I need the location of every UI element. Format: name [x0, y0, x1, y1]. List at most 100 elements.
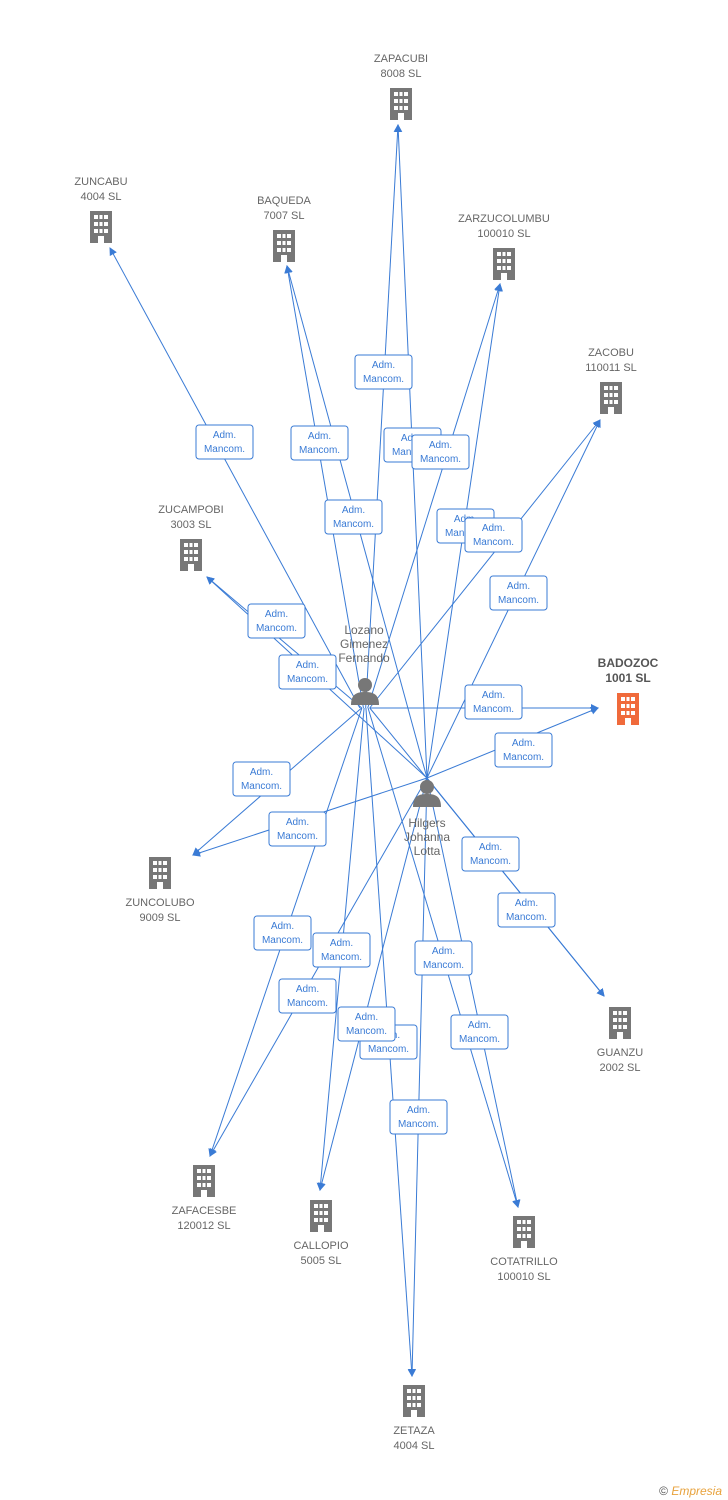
company-name[interactable]: ZAFACESBE [172, 1205, 237, 1217]
copyright-symbol: © [659, 1484, 668, 1498]
relation-label-role: Adm. [286, 817, 309, 828]
relation-label-type: Mancom. [333, 519, 374, 530]
building-icon[interactable] [149, 857, 171, 889]
relation-label[interactable]: Adm.Mancom. [464, 684, 523, 720]
company-suffix: 120012 SL [177, 1220, 230, 1232]
relation-label-role: Adm. [213, 430, 236, 441]
company-node-zuncabu[interactable]: ZUNCABU 4004 SL [74, 176, 128, 243]
person-name-line[interactable]: Lozano [344, 623, 384, 637]
relation-label[interactable]: Adm. Mancom. [268, 811, 327, 847]
relation-edge-lozano-zarzucolumbu [367, 283, 502, 709]
person-name-line[interactable]: Gimenez [340, 637, 388, 651]
company-node-zarzucolumbu[interactable]: ZARZUCOLUMBU 100010 SL [458, 213, 550, 280]
company-suffix: 4004 SL [394, 1440, 435, 1452]
relation-label[interactable]: Adm.Mancom. [489, 575, 548, 611]
company-name[interactable]: ZACOBU [588, 347, 634, 359]
person-icon[interactable] [413, 780, 441, 807]
relation-label-role: Adm. [468, 1020, 491, 1031]
company-name[interactable]: ZAPACUBI [374, 53, 428, 65]
relation-label[interactable]: Adm.Mancom. [278, 978, 337, 1014]
building-icon[interactable] [600, 382, 622, 414]
building-icon[interactable] [180, 539, 202, 571]
relation-label-type: Mancom. [506, 912, 547, 923]
company-suffix: 100010 SL [477, 228, 530, 240]
relation-label-role: Adm. [265, 609, 288, 620]
company-name[interactable]: ZETAZA [393, 1425, 435, 1437]
company-node-zacobu[interactable]: ZACOBU 110011 SL [585, 347, 637, 414]
building-icon[interactable] [609, 1007, 631, 1039]
relation-label[interactable]: Adm. Mancom. [324, 499, 383, 535]
relation-edge-lozano-baqueda [284, 265, 364, 709]
building-icon[interactable] [493, 248, 515, 280]
relation-label-type: Mancom. [459, 1034, 500, 1045]
building-icon[interactable] [310, 1200, 332, 1232]
relation-label[interactable]: Adm.Mancom. [464, 517, 523, 553]
relation-label[interactable]: Adm.Mancom. [354, 354, 413, 390]
relation-label[interactable]: Adm.Mancom. [253, 915, 312, 951]
building-icon[interactable] [90, 211, 112, 243]
company-node-zafacesbe[interactable]: ZAFACESBE 120012 SL [172, 1165, 237, 1232]
relation-label-type: Mancom. [204, 444, 245, 455]
relation-label-role: Adm. [482, 523, 505, 534]
relation-label[interactable]: Adm.Mancom. [411, 434, 470, 470]
building-icon[interactable] [617, 693, 639, 725]
building-icon[interactable] [273, 230, 295, 262]
relation-label[interactable]: Adm.Mancom. [247, 603, 306, 639]
company-name[interactable]: ZUNCABU [74, 176, 127, 188]
building-icon[interactable] [513, 1216, 535, 1248]
building-icon[interactable] [193, 1165, 215, 1197]
company-suffix: 110011 SL [585, 362, 637, 374]
relation-label-type: Mancom. [368, 1044, 409, 1055]
relation-label-role: Adm. [372, 360, 395, 371]
company-name[interactable]: COTATRILLO [490, 1256, 558, 1268]
person-icon[interactable] [351, 678, 379, 705]
relation-edge-hilgers-callopio [317, 777, 428, 1191]
person-name-line[interactable]: Johanna [404, 830, 450, 844]
relation-label[interactable]: Adm.Mancom. [494, 732, 553, 768]
person-name-line[interactable]: Fernando [338, 651, 390, 665]
relation-label[interactable]: Adm.Mancom. [278, 654, 337, 690]
relation-label[interactable]: Adm. Mancom. [450, 1014, 509, 1050]
company-name[interactable]: ZUNCOLUBO [125, 897, 195, 909]
building-icon[interactable] [403, 1385, 425, 1417]
company-suffix: 4004 SL [81, 191, 122, 203]
company-name[interactable]: ZUCAMPOBI [158, 504, 223, 516]
relation-label-type: Mancom. [287, 998, 328, 1009]
relation-edge-hilgers-zetaza [408, 777, 428, 1377]
relation-label-type: Mancom. [470, 856, 511, 867]
company-name[interactable]: GUANZU [597, 1047, 644, 1059]
relation-label[interactable]: Adm.Mancom. [389, 1099, 448, 1135]
relation-label-role: Adm. [342, 505, 365, 516]
company-suffix: 8008 SL [381, 68, 422, 80]
relation-label[interactable]: Adm.Mancom. [337, 1006, 396, 1042]
relation-label[interactable]: Adm. Mancom. [195, 424, 254, 460]
relation-label[interactable]: Adm.Mancom. [312, 932, 371, 968]
relation-label[interactable]: Adm.Mancom. [461, 836, 520, 872]
labels-layer: Adm. Mancom. Adm. Mancom. Adm. Mancom. Adm. Man… [195, 354, 556, 1135]
relation-label-role: Adm. [432, 946, 455, 957]
building-icon[interactable] [390, 88, 412, 120]
person-name-line[interactable]: Hilgers [408, 816, 445, 830]
company-node-zetaza[interactable]: ZETAZA 4004 SL [393, 1385, 435, 1452]
company-node-zapacubi[interactable]: ZAPACUBI 8008 SL [374, 53, 428, 120]
relation-label[interactable]: Adm.Mancom. [290, 425, 349, 461]
relation-label[interactable]: Adm.Mancom. [232, 761, 291, 797]
company-name[interactable]: CALLOPIO [293, 1240, 348, 1252]
company-name[interactable]: ZARZUCOLUMBU [458, 213, 550, 225]
relation-edge-hilgers-cotatrillo [426, 777, 521, 1208]
relation-label[interactable]: Adm.Mancom. [497, 892, 556, 928]
relation-label[interactable]: Adm.Mancom. [414, 940, 473, 976]
relation-label-type: Mancom. [277, 831, 318, 842]
company-name[interactable]: BAQUEDA [257, 195, 311, 207]
company-name[interactable]: BADOZOC [598, 656, 659, 670]
person-name-line[interactable]: Lotta [414, 844, 441, 858]
